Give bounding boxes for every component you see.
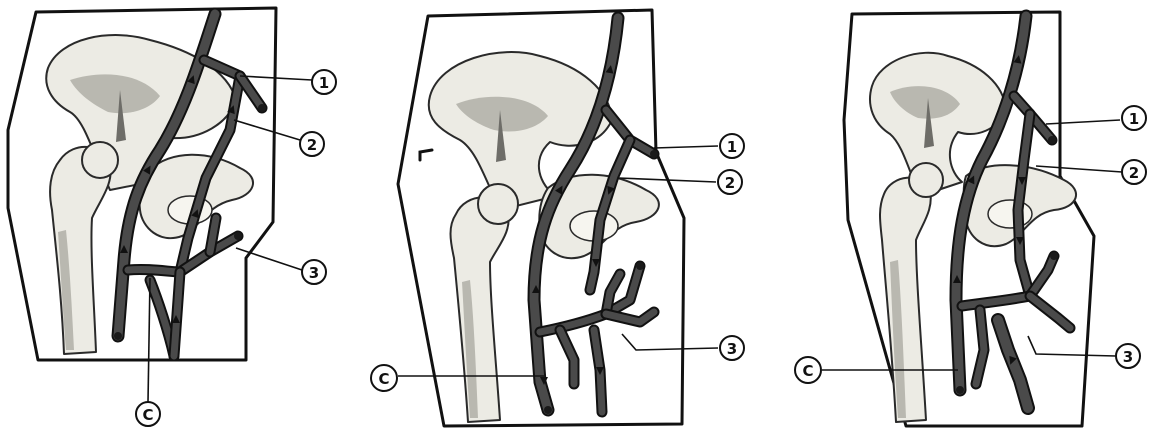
panel-3-callout-1: 1 (1122, 106, 1146, 130)
panel-3-label-c: C (802, 362, 813, 380)
panel-3-label-1: 1 (1129, 110, 1139, 128)
panel-3: 1 2 3 C (795, 12, 1146, 426)
panel-2-callout-3: 3 (720, 336, 744, 360)
panel-3-callout-3: 3 (1116, 344, 1140, 368)
panel-1-callout-c: C (136, 402, 160, 426)
panel-3-vein-end-1 (1048, 136, 1056, 144)
panel-1-label-3: 3 (309, 264, 319, 282)
panel-3-vein-end-3 (956, 386, 964, 394)
panel-1-vein-end-1 (258, 104, 266, 112)
panel-1-callout-3: 3 (302, 260, 326, 284)
panel-2-label-2: 2 (725, 174, 735, 192)
panel-3-callout-2: 2 (1122, 160, 1146, 184)
panel-3-femoral-head (909, 163, 943, 197)
panel-3-obturator (988, 200, 1032, 228)
panel-2-vein-end-1 (650, 150, 658, 158)
panel-1-callout-1: 1 (312, 70, 336, 94)
panel-2-femoral-head (478, 184, 518, 224)
panel-1-vein-end-2 (234, 232, 242, 240)
panel-1-label-c: C (142, 406, 153, 424)
panel-2-vein-end-2 (636, 262, 644, 270)
panel-2: 1 2 3 C (371, 10, 744, 426)
panel-3-label-3: 3 (1123, 348, 1133, 366)
panel-3-callout-c: C (795, 357, 821, 383)
panel-1-femoral-head (82, 142, 118, 178)
panel-3-vein-end-2 (1050, 252, 1058, 260)
panel-2-label-3: 3 (727, 340, 737, 358)
panel-3-label-2: 2 (1129, 164, 1139, 182)
panel-1-label-2: 2 (307, 136, 317, 154)
panel-2-leader-1 (654, 146, 718, 148)
panel-1: 1 2 3 C (8, 8, 336, 426)
panel-2-callout-2: 2 (718, 170, 742, 194)
panel-1-vein-end-3 (114, 332, 122, 340)
panel-2-callout-1: 1 (720, 134, 744, 158)
panel-2-vein-end-3 (544, 406, 552, 414)
panel-1-label-1: 1 (319, 74, 329, 92)
panel-2-label-1: 1 (727, 138, 737, 156)
panel-1-callout-2: 2 (300, 132, 324, 156)
panel-2-callout-c: C (371, 365, 397, 391)
panel-2-label-c: C (378, 370, 389, 388)
